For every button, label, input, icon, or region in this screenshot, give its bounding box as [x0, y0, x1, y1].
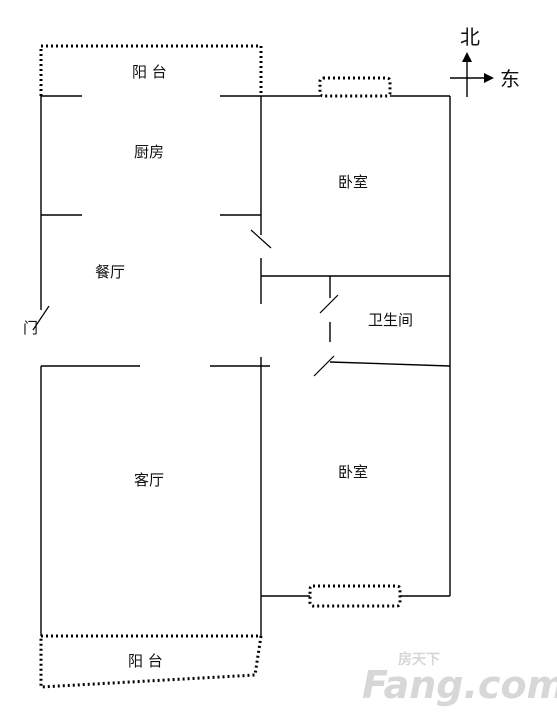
bedroom-south-label: 卧室: [338, 463, 368, 481]
north-arrow-icon: [462, 52, 472, 62]
window-north: [318, 76, 392, 98]
dining-label: 餐厅: [95, 263, 125, 281]
bathroom-south-wall: [329, 361, 451, 367]
balcony-top-label: 阳 台: [132, 63, 167, 81]
bedroom-north-label: 卧室: [338, 173, 368, 191]
kitchen-label: 厨房: [134, 143, 164, 161]
bathroom-door: [319, 294, 339, 314]
bedroom-north-door: [250, 229, 272, 249]
fang-watermark: 房天下 Fang.com: [362, 651, 557, 707]
dotted-features: [39, 44, 402, 689]
watermark-brand-cn: 房天下: [398, 651, 440, 668]
east-arrow-icon: [484, 73, 494, 83]
bedroom-south-door: [313, 355, 335, 377]
watermark-brand-en: Fang.com: [362, 663, 557, 707]
walls: [40, 95, 451, 636]
bathroom-label: 卫生间: [368, 311, 413, 329]
balcony-bottom-label: 阳 台: [128, 652, 163, 670]
door-label: 门: [23, 319, 38, 337]
compass-north-label: 北: [460, 25, 480, 49]
compass: [450, 52, 494, 97]
window-south: [308, 584, 402, 608]
entrance-door: [32, 305, 50, 331]
living-label: 客厅: [134, 471, 164, 489]
door-marks: [32, 229, 339, 377]
compass-east-label: 东: [500, 67, 520, 91]
balcony-bottom-outline: [39, 634, 263, 689]
balcony-top-outline: [39, 44, 263, 96]
